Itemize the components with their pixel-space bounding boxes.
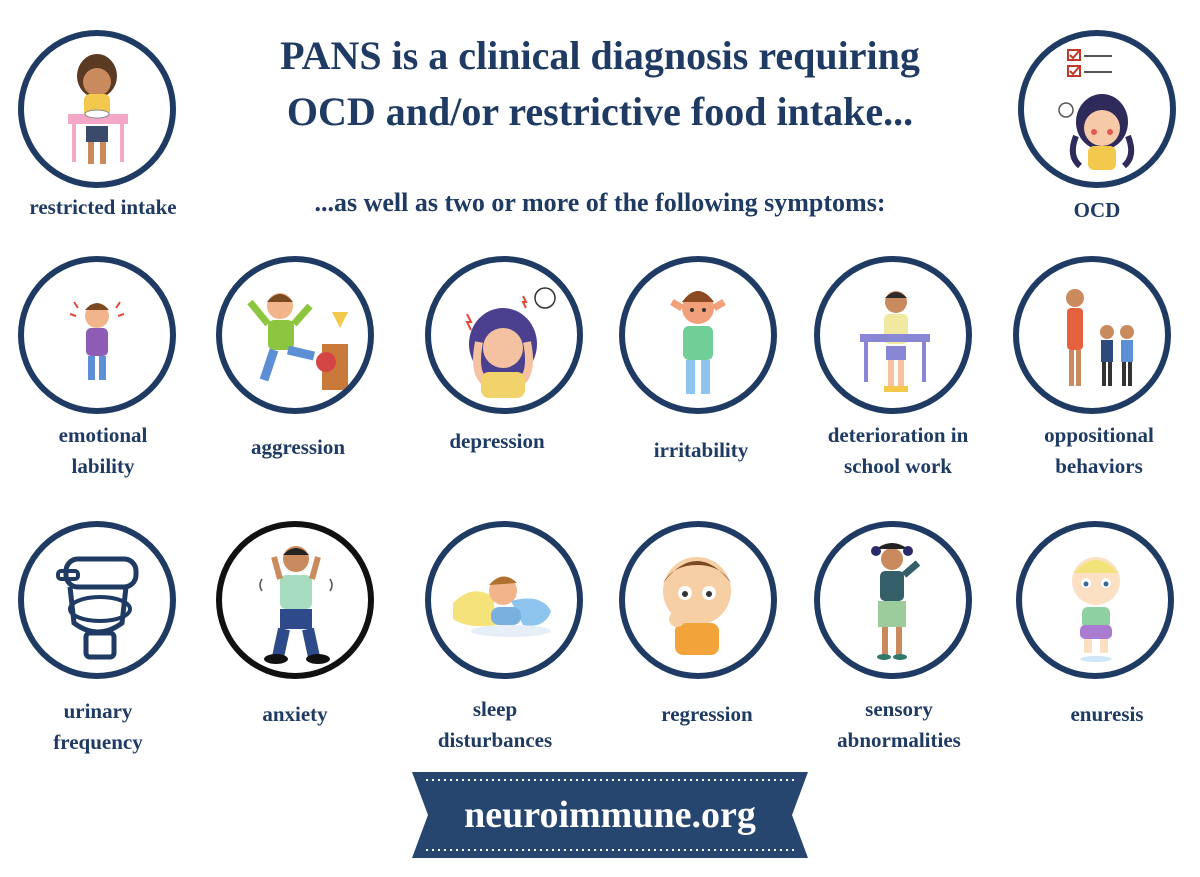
label-depression: depression bbox=[449, 429, 545, 453]
label-ocd: OCD bbox=[1073, 198, 1121, 222]
urinary-frequency-illustration bbox=[18, 521, 176, 679]
emotional-line-1: emotional bbox=[58, 423, 148, 447]
oppositional-line-2: behaviors bbox=[1055, 454, 1143, 478]
subtitle: ...as well as two or more of the followi… bbox=[314, 188, 886, 217]
school-line-2: school work bbox=[844, 454, 952, 478]
sensory-line-2: abnormalities bbox=[837, 728, 961, 752]
sensory-abnormalities-illustration bbox=[814, 521, 972, 679]
label-emotional-lability: emotional lability bbox=[8, 420, 198, 482]
anxiety-illustration bbox=[216, 521, 374, 679]
label-irritability: irritability bbox=[653, 438, 749, 462]
label-anxiety: anxiety bbox=[262, 702, 328, 726]
sleep-disturbances-illustration bbox=[425, 521, 583, 679]
sleep-line-2: disturbances bbox=[437, 728, 553, 752]
urinary-line-2: frequency bbox=[53, 730, 143, 754]
label-restricted-intake: restricted intake bbox=[29, 195, 177, 219]
restricted-intake-illustration bbox=[18, 30, 176, 188]
aggression-illustration bbox=[216, 256, 374, 414]
irritability-illustration bbox=[619, 256, 777, 414]
label-school-work: deterioration in school work bbox=[801, 420, 995, 482]
page-title: PANS is a clinical diagnosis requiring O… bbox=[230, 28, 970, 140]
label-regression: regression bbox=[661, 702, 753, 726]
sleep-line-1: sleep bbox=[472, 697, 518, 721]
oppositional-line-1: oppositional bbox=[1044, 423, 1154, 447]
regression-illustration bbox=[619, 521, 777, 679]
school-work-illustration bbox=[814, 256, 972, 414]
sensory-line-1: sensory bbox=[865, 697, 933, 721]
label-oppositional-behaviors: oppositional behaviors bbox=[1006, 420, 1192, 482]
title-line-1: PANS is a clinical diagnosis requiring bbox=[280, 33, 920, 78]
emotional-lability-illustration bbox=[18, 256, 176, 414]
site-url[interactable]: neuroimmune.org bbox=[464, 794, 756, 836]
site-banner: neuroimmune.org bbox=[412, 772, 808, 858]
depression-illustration bbox=[425, 256, 583, 414]
label-sleep-disturbances: sleep disturbances bbox=[400, 694, 590, 756]
label-urinary-frequency: urinary frequency bbox=[3, 696, 193, 758]
label-sensory-abnormalities: sensory abnormalities bbox=[814, 694, 984, 756]
ocd-illustration bbox=[1018, 30, 1176, 188]
title-line-2: OCD and/or restrictive food intake... bbox=[286, 89, 914, 134]
oppositional-behaviors-illustration bbox=[1013, 256, 1171, 414]
urinary-line-1: urinary bbox=[63, 699, 133, 723]
label-enuresis: enuresis bbox=[1070, 702, 1144, 726]
enuresis-illustration bbox=[1016, 521, 1174, 679]
label-aggression: aggression bbox=[250, 435, 346, 459]
school-line-1: deterioration in bbox=[827, 423, 969, 447]
emotional-line-2: lability bbox=[71, 454, 135, 478]
